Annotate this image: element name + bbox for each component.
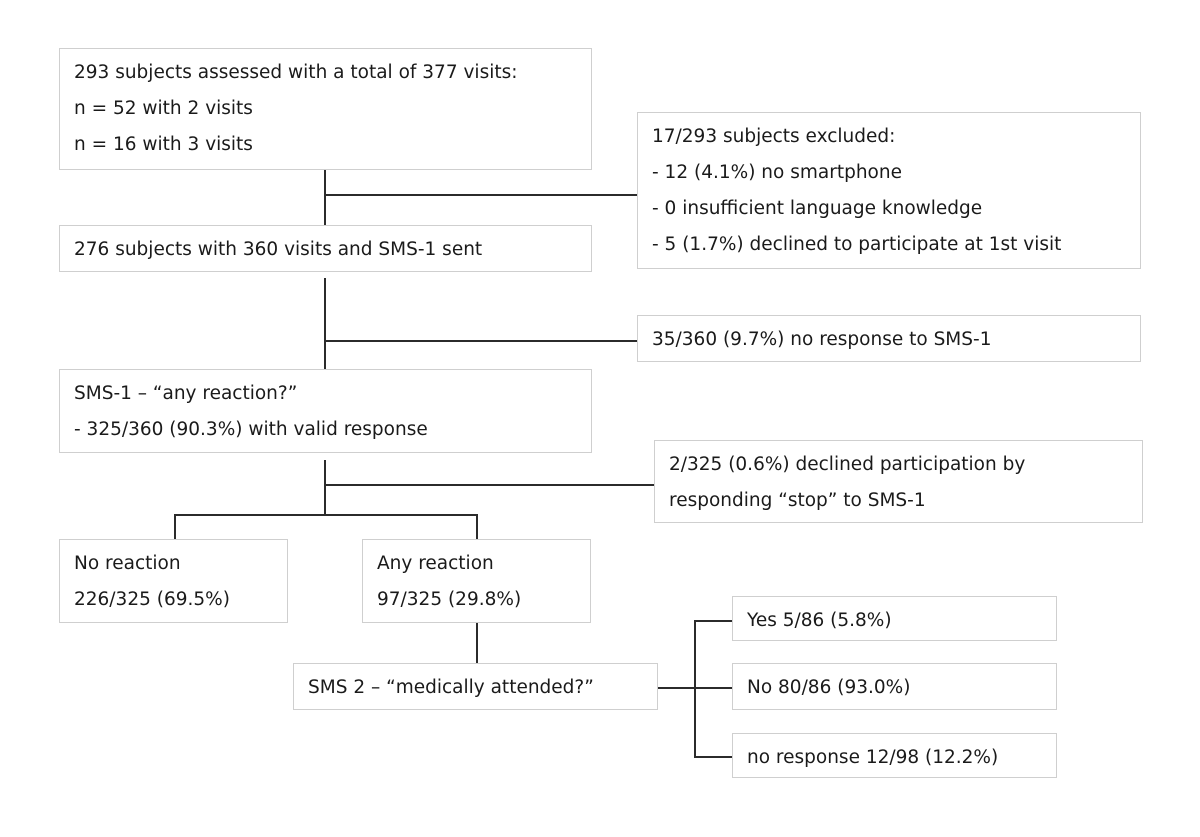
declined-stop-box: 2/325 (0.6%) declined participation by r… — [654, 440, 1143, 523]
any-reaction-line-1: Any reaction — [377, 553, 494, 574]
connector-to-outcome-no-response — [694, 756, 732, 758]
declined-stop-line-2: responding “stop” to SMS-1 — [669, 490, 926, 511]
connector-any-reaction-to-sms2 — [476, 623, 478, 663]
outcome-no-response-box: no response 12/98 (12.2%) — [732, 733, 1057, 778]
connector-to-outcome-yes — [694, 620, 732, 622]
assessed-box: 293 subjects assessed with a total of 37… — [59, 48, 592, 170]
no-response-sms1-box: 35/360 (9.7%) no response to SMS-1 — [637, 315, 1141, 362]
sms1-question-box: SMS-1 – “any reaction?” - 325/360 (90.3%… — [59, 369, 592, 453]
sms1-sent-line: 276 subjects with 360 visits and SMS-1 s… — [74, 239, 483, 260]
connector-assessed-to-sms1-sent — [324, 170, 326, 225]
excluded-line-2: - 12 (4.1%) no smartphone — [652, 162, 902, 183]
assessed-line-3: n = 16 with 3 visits — [74, 134, 253, 155]
sms1-sent-box: 276 subjects with 360 visits and SMS-1 s… — [59, 225, 592, 272]
declined-stop-line-1: 2/325 (0.6%) declined participation by — [669, 454, 1026, 475]
connector-to-declined-stop — [324, 484, 654, 486]
outcome-yes-line: Yes 5/86 (5.8%) — [747, 610, 892, 631]
excluded-line-4: - 5 (1.7%) declined to participate at 1s… — [652, 234, 1062, 255]
sms2-question-box: SMS 2 – “medically attended?” — [293, 663, 658, 710]
sms1-question-line-2: - 325/360 (90.3%) with valid response — [74, 419, 428, 440]
excluded-line-1: 17/293 subjects excluded: — [652, 126, 896, 147]
outcome-no-line: No 80/86 (93.0%) — [747, 677, 911, 698]
any-reaction-box: Any reaction 97/325 (29.8%) — [362, 539, 591, 623]
excluded-box: 17/293 subjects excluded: - 12 (4.1%) no… — [637, 112, 1141, 269]
connector-question-to-branches — [324, 460, 326, 514]
excluded-line-3: - 0 insufficient language knowledge — [652, 198, 983, 219]
connector-to-any-reaction — [476, 514, 478, 539]
outcome-no-box: No 80/86 (93.0%) — [732, 663, 1057, 710]
connector-branch-horizontal — [174, 514, 476, 516]
no-reaction-box: No reaction 226/325 (69.5%) — [59, 539, 288, 623]
sms2-question-line: SMS 2 – “medically attended?” — [308, 677, 594, 698]
outcome-yes-box: Yes 5/86 (5.8%) — [732, 596, 1057, 641]
connector-to-excluded — [324, 194, 637, 196]
connector-sms1-sent-to-question — [324, 278, 326, 369]
outcome-no-response-line: no response 12/98 (12.2%) — [747, 747, 999, 768]
assessed-line-2: n = 52 with 2 visits — [74, 98, 253, 119]
sms1-question-line-1: SMS-1 – “any reaction?” — [74, 383, 298, 404]
connector-to-no-response-sms1 — [324, 340, 637, 342]
no-reaction-line-1: No reaction — [74, 553, 181, 574]
no-reaction-line-2: 226/325 (69.5%) — [74, 589, 230, 610]
connector-outcomes-vertical — [694, 620, 696, 757]
connector-to-no-reaction — [174, 514, 176, 539]
any-reaction-line-2: 97/325 (29.8%) — [377, 589, 522, 610]
no-response-sms1-line: 35/360 (9.7%) no response to SMS-1 — [652, 329, 992, 350]
assessed-line-1: 293 subjects assessed with a total of 37… — [74, 62, 518, 83]
